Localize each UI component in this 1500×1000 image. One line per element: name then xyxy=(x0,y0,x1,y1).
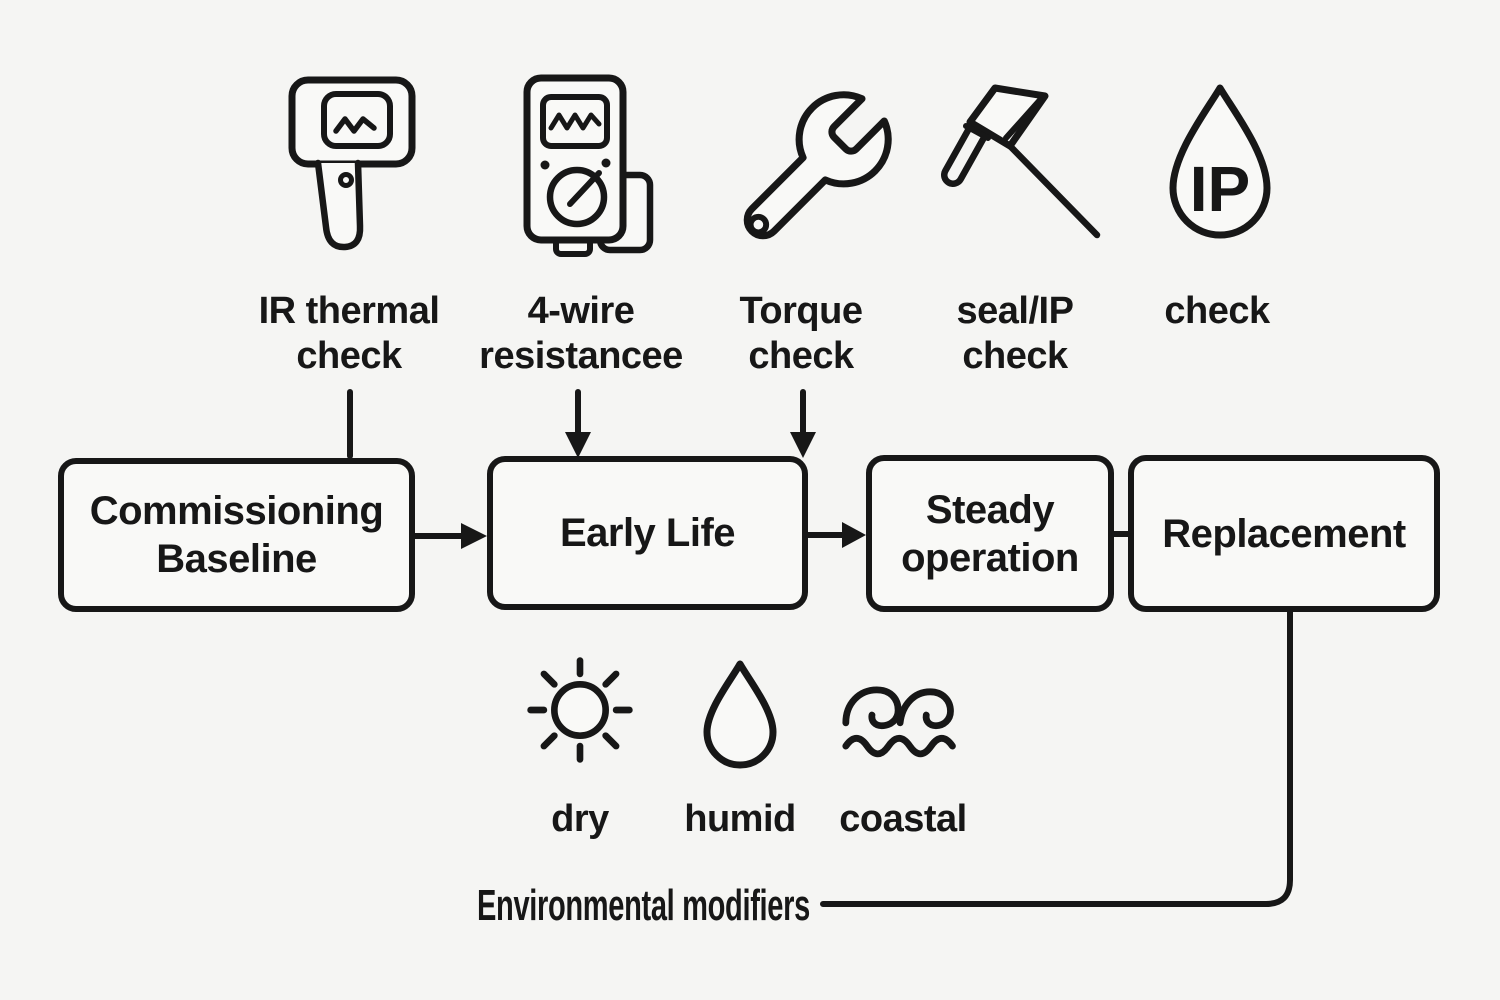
check-label-seal-ip: seal/IP check xyxy=(956,290,1074,377)
waves-icon xyxy=(842,686,956,758)
multimeter-icon xyxy=(523,74,654,257)
check-label-ip-check: check xyxy=(1164,290,1270,332)
stage-box-replacement: Replacement xyxy=(1128,455,1440,612)
env-label-dry: dry xyxy=(551,798,609,840)
thermal-camera-icon xyxy=(288,76,416,251)
env-label-humid: humid xyxy=(684,798,796,840)
sun-icon xyxy=(527,657,633,763)
ip-droplet-icon: IP xyxy=(1169,84,1271,239)
env-label-coastal: coastal xyxy=(839,798,967,840)
check-label-ir-thermal: IR thermal check xyxy=(258,290,440,377)
stage-box-steady-operation: Steady operation xyxy=(866,455,1114,612)
stage-box-commissioning-baseline: Commissioning Baseline xyxy=(58,458,415,612)
arrowhead-to-early-life xyxy=(461,523,487,549)
connector-environment-to-replacement xyxy=(820,609,1293,907)
stage-box-early-life: Early Life xyxy=(487,456,808,610)
droplet-icon xyxy=(703,660,777,769)
check-label-4-wire: 4-wire resistancee xyxy=(479,290,683,377)
check-label-torque: Torque check xyxy=(739,290,863,377)
inspection-hammer-icon xyxy=(941,84,1101,239)
arrowhead-torque xyxy=(790,432,816,458)
environmental-modifiers-caption: Environmental modifiers xyxy=(477,881,810,930)
arrowhead-to-steady xyxy=(842,522,866,548)
wrench-icon xyxy=(743,91,892,240)
arrowhead-4wire xyxy=(565,432,591,458)
ip-droplet-text: IP xyxy=(1190,153,1250,225)
